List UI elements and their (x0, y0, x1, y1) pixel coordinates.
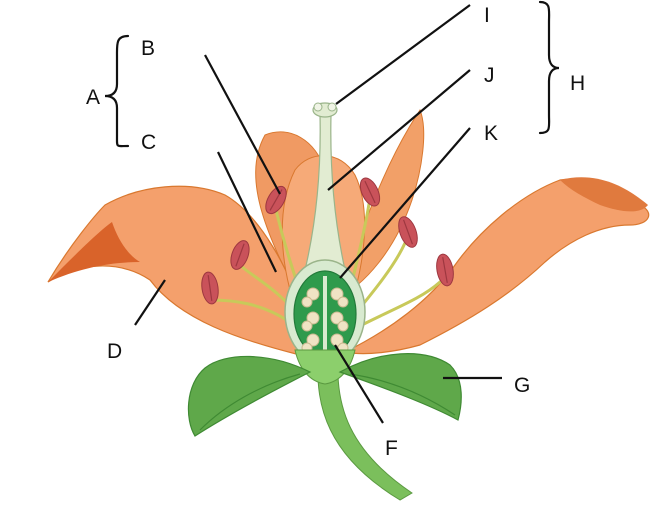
label-g: G (514, 374, 530, 397)
ovules (301, 287, 349, 354)
label-d: D (107, 340, 122, 363)
leader-line-d (134, 279, 166, 326)
leader-line-i (335, 4, 471, 105)
ovary (284, 259, 366, 365)
leader-line-c (217, 151, 277, 273)
petal-right-fold (560, 177, 648, 212)
anther (359, 177, 381, 207)
ovule (330, 287, 344, 301)
sepal-right-vein (349, 373, 456, 416)
stigma (312, 102, 338, 118)
ovule (337, 320, 349, 332)
leader-line-k (339, 127, 471, 279)
ovule (330, 311, 344, 325)
leader-line-f (334, 344, 384, 424)
ovule (301, 296, 313, 308)
anther (436, 253, 454, 287)
petal-right (343, 178, 650, 355)
label-k: K (484, 122, 498, 145)
brace-a (104, 34, 130, 148)
anther (230, 240, 250, 270)
petal-left-fold (48, 222, 140, 282)
ovule (306, 287, 320, 301)
leader-lines (134, 4, 502, 424)
leader-line-j (327, 69, 471, 191)
label-a: A (86, 86, 100, 109)
anther (265, 185, 287, 215)
ovule (330, 333, 344, 347)
sepal-left-vein (199, 373, 301, 431)
brace-h (538, 0, 560, 135)
ovule (301, 320, 313, 332)
ovule (306, 311, 320, 325)
label-h: H (570, 72, 585, 95)
leader-line-b (204, 54, 281, 195)
label-j: J (484, 64, 495, 87)
receptacle (294, 349, 356, 385)
label-b: B (141, 37, 155, 60)
label-f: F (385, 437, 398, 460)
anthers (201, 177, 454, 305)
sepal-left (187, 355, 312, 437)
ovule (306, 333, 320, 347)
label-c: C (141, 131, 156, 154)
anther (398, 216, 418, 248)
anther (201, 271, 219, 305)
label-i: I (484, 4, 490, 27)
ovule (337, 296, 349, 308)
